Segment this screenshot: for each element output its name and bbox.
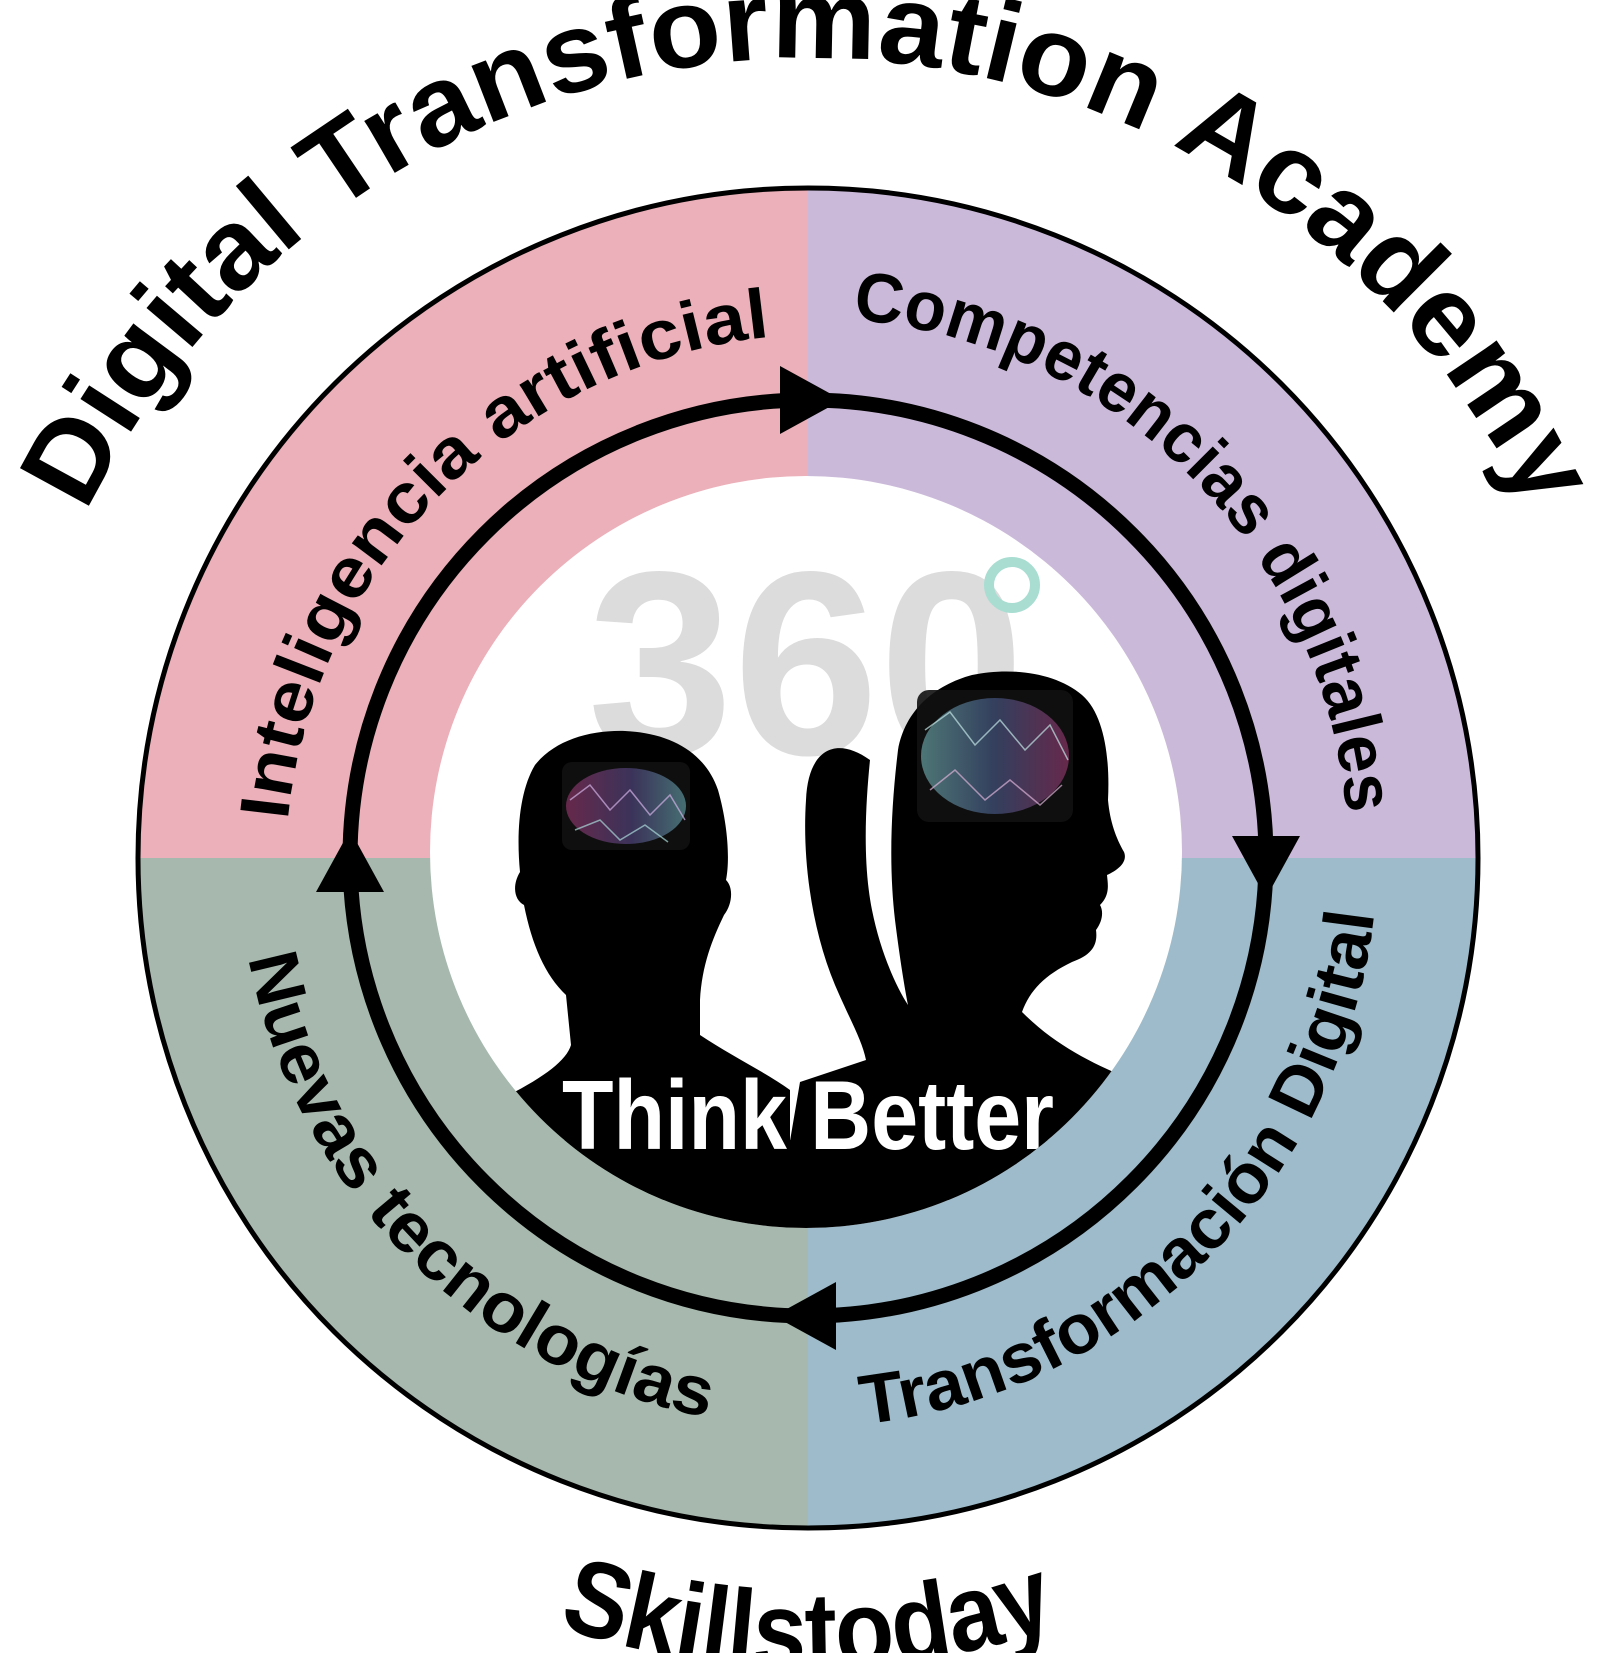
- tagline: Think Better: [562, 1060, 1054, 1170]
- cycle-arrow-ring: [316, 366, 1300, 1350]
- arrow-up-icon: [316, 830, 384, 892]
- outer-border: [135, 185, 1481, 1531]
- degree-symbol-icon: [984, 557, 1040, 613]
- arrow-left-icon: [774, 1282, 836, 1350]
- woman-silhouette: [780, 671, 1182, 1200]
- arrow-right-icon: [780, 366, 842, 434]
- woman-brain-network-icon: [917, 690, 1073, 822]
- man-brain-network-icon: [562, 762, 690, 850]
- arrow-down-icon: [1232, 836, 1300, 898]
- brand-name: Skillstoday: [551, 1533, 1065, 1653]
- man-silhouette: [430, 730, 790, 1200]
